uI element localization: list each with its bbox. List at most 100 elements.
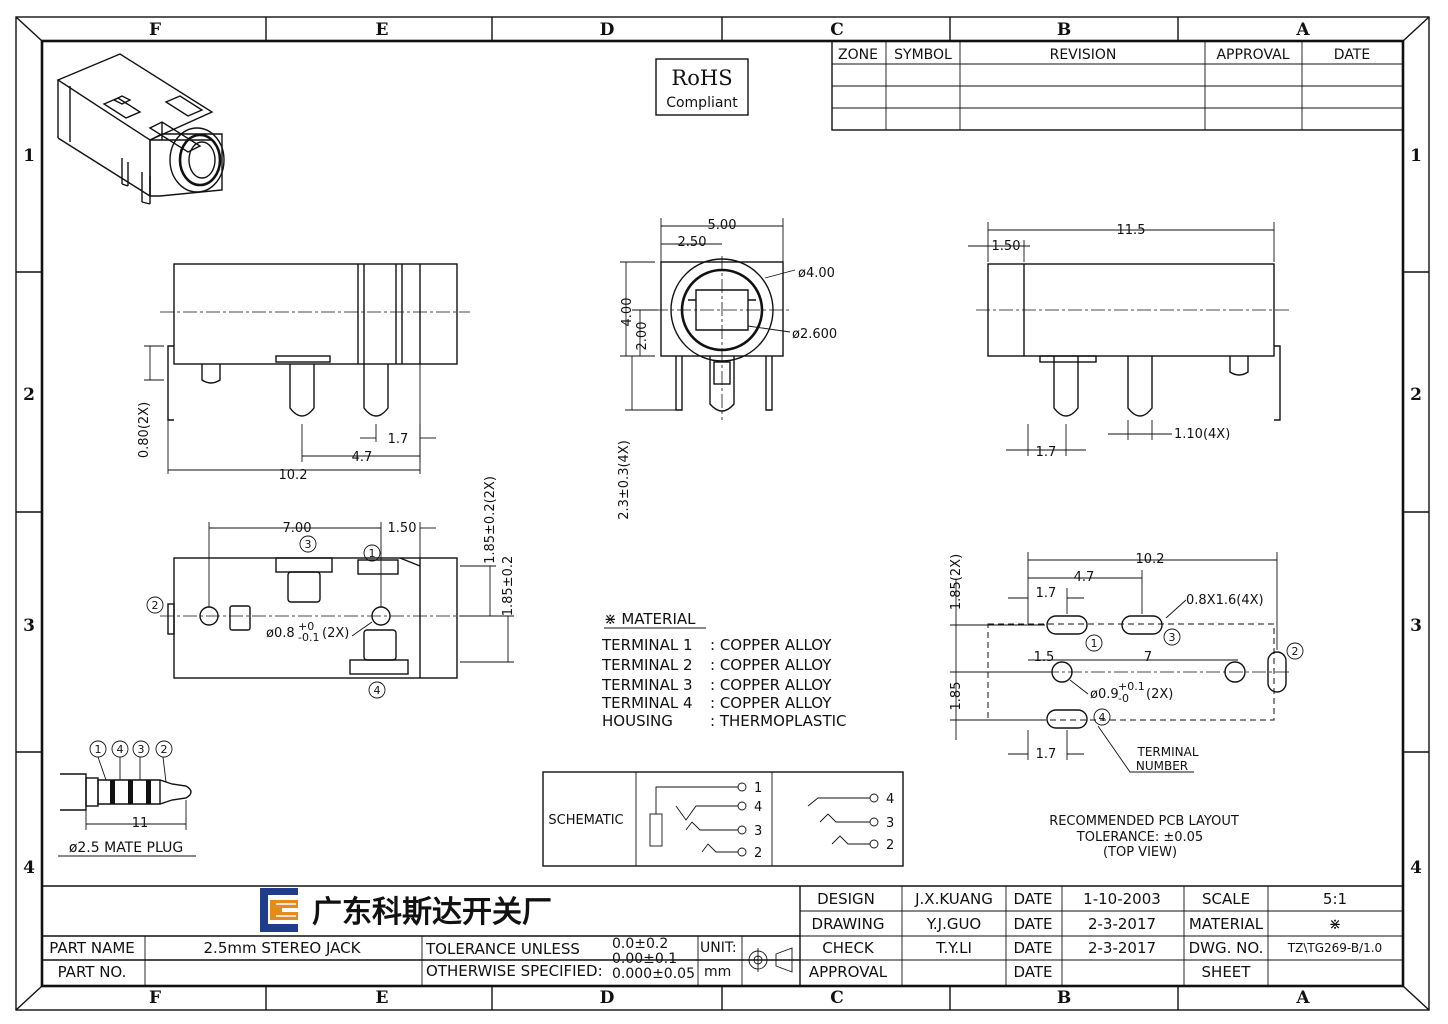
terminal-balloon: 2 [1292, 645, 1299, 658]
revision-header: ZONE [838, 47, 878, 63]
role-label: DRAWING [812, 915, 885, 933]
material-part: TERMINAL 1 [601, 636, 693, 654]
dimension-label: 2.3±0.3(4X) [617, 440, 632, 520]
role-name: T.Y.LI [935, 939, 972, 957]
schematic-pin: 2 [754, 846, 762, 861]
zone-row-right: 4 [1410, 858, 1422, 878]
zone-col-top: B [1057, 20, 1071, 40]
dimension-label: 1.85±0.2 [501, 556, 516, 617]
dimension-label: 1.7 [388, 432, 409, 447]
part-name-label: PART NAME [49, 939, 135, 957]
terminal-balloon: 3 [138, 743, 145, 756]
schematic-pin: 1 [754, 781, 762, 796]
date-value: 1-10-2003 [1083, 890, 1161, 908]
field-value: 5:1 [1323, 890, 1347, 908]
dimension-label: 0.80(2X) [137, 402, 152, 458]
tolerance-value: 0.000±0.05 [612, 966, 695, 982]
dimension-label: 2.50 [678, 235, 707, 250]
terminal-balloon: 4 [374, 684, 381, 697]
schematic: SCHEMATIC 1 4 3 2 4 3 2 [542, 771, 904, 867]
terminal-balloon: 3 [1169, 631, 1176, 644]
terminal-balloon: 2 [161, 743, 168, 756]
revision-header: REVISION [1050, 47, 1117, 63]
material-list: ⋇ MATERIAL TERMINAL 1 : COPPER ALLOY TER… [601, 610, 847, 730]
zone-row-left: 3 [23, 616, 35, 636]
zone-row-left: 2 [23, 385, 35, 405]
zone-col-top: C [830, 20, 844, 40]
schematic-pin: 2 [886, 838, 894, 853]
terminal-balloon: 1 [369, 547, 376, 560]
tolerance-label: OTHERWISE SPECIFIED: [426, 962, 603, 980]
zone-col-bottom: E [376, 988, 389, 1008]
dimension-label: 5.00 [708, 218, 737, 233]
field-label: SHEET [1202, 963, 1252, 981]
zone-row-right: 1 [1410, 146, 1422, 166]
terminal-balloon: 2 [152, 599, 159, 612]
pcb-note: (TOP VIEW) [1103, 845, 1177, 860]
date-label: DATE [1013, 963, 1052, 981]
field-label: MATERIAL [1189, 915, 1264, 933]
terminal-balloon: 4 [1099, 711, 1106, 724]
material-value: : COPPER ALLOY [710, 636, 832, 654]
field-label: SCALE [1202, 890, 1250, 908]
zone-row-right: 2 [1410, 385, 1422, 405]
field-value: TZ\TG269-B/1.0 [1287, 941, 1382, 955]
dimension-label: 1.10(4X) [1174, 427, 1230, 442]
terminal-balloon: 3 [305, 538, 312, 551]
dimension-tolerance: +0 [298, 620, 314, 633]
dimension-label: ø2.600 [792, 327, 837, 342]
date-label: DATE [1013, 915, 1052, 933]
front-view: 5.00 2.50 ø4.00 ø2.600 4.00 2.00 2.3±0.3… [617, 218, 837, 520]
side-view-right: 11.5 1.50 1.7 1.10(4X) [968, 222, 1290, 460]
terminal-number-note: TERMINAL [1136, 745, 1198, 759]
tolerance-label: TOLERANCE UNLESS [425, 940, 580, 958]
date-label: DATE [1013, 890, 1052, 908]
dimension-label: 2.00 [635, 322, 650, 351]
dimension-label: 1.5 [1034, 650, 1055, 665]
zone-col-bottom: B [1057, 988, 1071, 1008]
tolerance-value: 0.0±0.2 [612, 936, 668, 952]
rohs-subtitle: Compliant [666, 95, 738, 111]
dimension-label: 1.85±0.2(2X) [483, 476, 498, 564]
dimension-label: 10.2 [279, 468, 308, 483]
drawing-frame [15, 16, 1430, 1011]
tolerance-value: 0.00±0.1 [612, 951, 677, 967]
company-logo [260, 888, 298, 932]
zone-col-top: E [376, 20, 389, 40]
dimension-label: 1.85(2X) [949, 554, 964, 610]
dimension-label: 11.5 [1117, 223, 1146, 238]
zone-col-top: F [149, 20, 161, 40]
mate-plug: 1 4 3 2 11 ø2.5 MATE PLUG [58, 740, 196, 857]
zone-col-bottom: A [1295, 988, 1310, 1008]
material-value: : COPPER ALLOY [710, 676, 832, 694]
schematic-pin: 4 [754, 800, 762, 815]
dimension-label: 10.2 [1136, 552, 1165, 567]
dimension-label: ø0.8 [266, 626, 295, 641]
zone-row-left: 4 [23, 858, 35, 878]
revision-header: APPROVAL [1216, 47, 1289, 63]
schematic-label: SCHEMATIC [548, 813, 623, 828]
unit-value: mm [704, 964, 731, 980]
pcb-note: RECOMMENDED PCB LAYOUT [1049, 814, 1239, 829]
zone-col-bottom: D [600, 988, 615, 1008]
plug-caption: ø2.5 MATE PLUG [69, 840, 183, 856]
material-value: : COPPER ALLOY [710, 694, 832, 712]
zone-col-bottom: C [830, 988, 844, 1008]
dimension-tolerance: -0.1 [298, 631, 319, 644]
terminal-balloon: 1 [95, 743, 102, 756]
rohs-badge: RoHS Compliant [655, 58, 749, 116]
role-label: DESIGN [817, 890, 875, 908]
material-value: : COPPER ALLOY [710, 656, 832, 674]
dimension-label: 4.7 [352, 450, 373, 465]
dimension-label: 1.50 [992, 239, 1021, 254]
field-label: DWG. NO. [1189, 939, 1264, 957]
rohs-title: RoHS [671, 66, 732, 90]
terminal-balloon: 4 [117, 743, 124, 756]
company-name: 广东科斯达开关厂 [312, 895, 552, 930]
projection-symbol-icon [746, 947, 793, 973]
dimension-label: 1.7 [1036, 445, 1057, 460]
dimension-label: 4.00 [620, 298, 635, 327]
role-name: J.X.KUANG [914, 890, 993, 908]
side-view-left: 10.2 4.7 1.7 0.80(2X) [137, 263, 470, 483]
